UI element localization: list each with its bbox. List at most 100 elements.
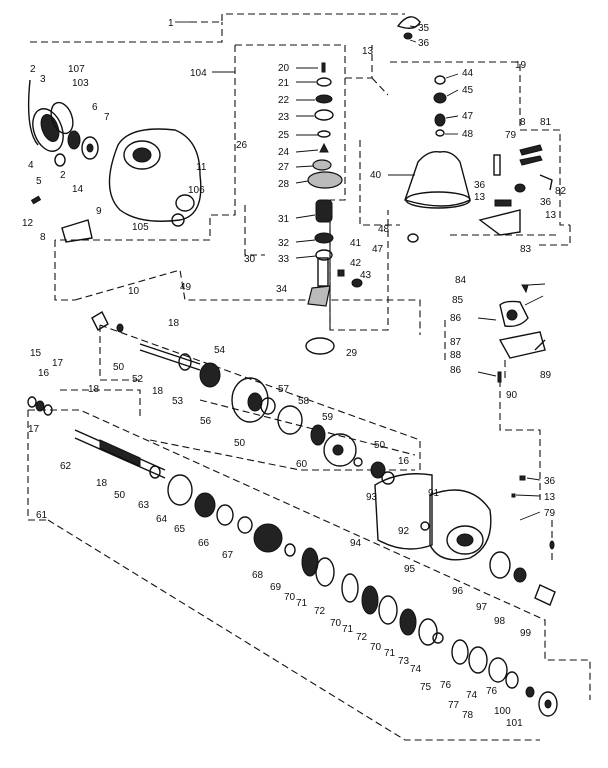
callout-44: 44 (462, 68, 474, 79)
callout-30: 30 (244, 254, 256, 265)
callout-19: 19 (515, 60, 527, 71)
callout-47: 47 (372, 244, 384, 255)
callout-84: 84 (455, 275, 467, 286)
callout-50: 50 (374, 440, 386, 451)
callout-8: 8 (40, 232, 46, 243)
callout-14: 14 (72, 184, 84, 195)
callout-100: 100 (494, 706, 511, 717)
middle-shaft-assembly (91, 311, 395, 485)
callout-78: 78 (462, 710, 474, 721)
callout-32: 32 (278, 238, 290, 249)
callout-2: 2 (60, 170, 66, 181)
callout-79: 79 (544, 508, 556, 519)
callout-99: 99 (520, 628, 532, 639)
callout-96: 96 (452, 586, 464, 597)
callout-58: 58 (298, 396, 310, 407)
callout-64: 64 (156, 514, 168, 525)
callout-18: 18 (152, 386, 164, 397)
gear-housing (108, 128, 202, 227)
callout-76: 76 (486, 686, 498, 697)
callout-10: 10 (128, 286, 140, 297)
callout-16: 16 (38, 368, 50, 379)
callout-86: 86 (450, 313, 462, 324)
callout-13: 13 (362, 46, 374, 57)
callout-13: 13 (474, 192, 486, 203)
callout-4: 4 (28, 160, 34, 171)
callout-71: 71 (384, 648, 396, 659)
callout-72: 72 (356, 632, 368, 643)
callout-42: 42 (350, 258, 362, 269)
callout-89: 89 (540, 370, 552, 381)
callout-104: 104 (190, 68, 207, 79)
callout-36: 36 (418, 38, 430, 49)
callout-48: 48 (462, 129, 474, 140)
callout-3: 3 (40, 74, 46, 85)
callout-83: 83 (520, 244, 532, 255)
left-washers (27, 396, 53, 416)
callout-7: 7 (104, 112, 110, 123)
callout-8: 8 (520, 117, 526, 128)
callout-16: 16 (398, 456, 410, 467)
callout-95: 95 (404, 564, 416, 575)
gearbox-housing (374, 473, 556, 606)
callout-76: 76 (440, 680, 452, 691)
callout-31: 31 (278, 214, 290, 225)
callout-50: 50 (113, 362, 125, 373)
callout-33: 33 (278, 254, 290, 265)
callout-43: 43 (360, 270, 372, 281)
lower-shaft-assembly (74, 429, 558, 717)
callout-1: 1 (168, 18, 174, 29)
callout-26: 26 (236, 140, 248, 151)
callout-50: 50 (234, 438, 246, 449)
callout-105: 105 (132, 222, 149, 233)
callout-18: 18 (168, 318, 180, 329)
callout-23: 23 (278, 112, 290, 123)
callout-70: 70 (284, 592, 296, 603)
callout-61: 61 (36, 510, 48, 521)
callout-79: 79 (505, 130, 517, 141)
callout-91: 91 (428, 488, 440, 499)
callout-27: 27 (278, 162, 290, 173)
callout-15: 15 (30, 348, 42, 359)
callout-90: 90 (506, 390, 518, 401)
callout-68: 68 (252, 570, 264, 581)
callout-106: 106 (188, 185, 205, 196)
cone-group (396, 16, 471, 243)
callout-20: 20 (278, 63, 290, 74)
callout-25: 25 (278, 130, 290, 141)
callout-2: 2 (30, 64, 36, 75)
callout-97: 97 (476, 602, 488, 613)
callout-6: 6 (92, 102, 98, 113)
callout-34: 34 (276, 284, 288, 295)
callout-62: 62 (60, 461, 72, 472)
callout-56: 56 (200, 416, 212, 427)
callout-12: 12 (22, 218, 34, 229)
callout-47: 47 (462, 111, 474, 122)
callout-77: 77 (448, 700, 460, 711)
callout-63: 63 (138, 500, 150, 511)
callout-70: 70 (330, 618, 342, 629)
callout-50: 50 (114, 490, 126, 501)
callout-103: 103 (72, 78, 89, 89)
callout-107: 107 (68, 64, 85, 75)
callout-92: 92 (398, 526, 410, 537)
callout-94: 94 (350, 538, 362, 549)
callout-13: 13 (544, 492, 556, 503)
callout-35: 35 (418, 23, 430, 34)
callout-21: 21 (278, 78, 290, 89)
callout-85: 85 (452, 295, 464, 306)
callout-13: 13 (545, 210, 557, 221)
callout-29: 29 (346, 348, 358, 359)
callout-93: 93 (366, 492, 378, 503)
callout-18: 18 (88, 384, 100, 395)
callout-65: 65 (174, 524, 186, 535)
callout-86: 86 (450, 365, 462, 376)
callout-41: 41 (350, 238, 362, 249)
callout-72: 72 (314, 606, 326, 617)
callout-49: 49 (180, 282, 192, 293)
callout-36: 36 (540, 197, 552, 208)
linkage-group (478, 144, 553, 383)
callout-54: 54 (214, 345, 226, 356)
callout-28: 28 (278, 179, 290, 190)
